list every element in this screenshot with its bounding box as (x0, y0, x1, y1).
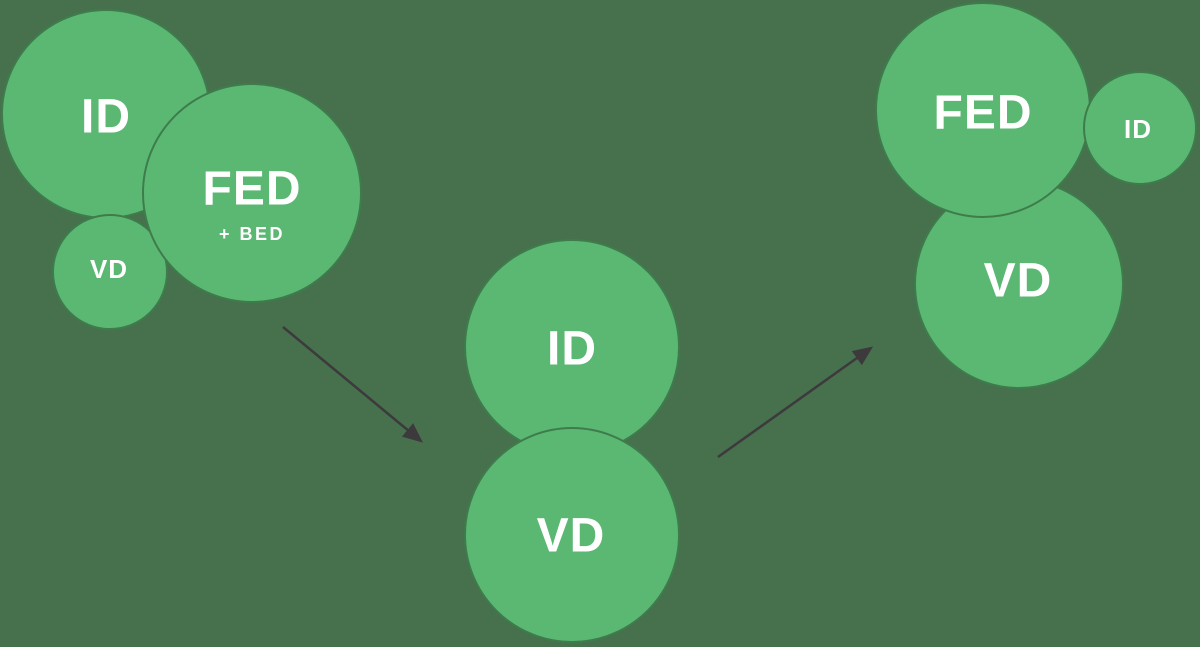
bubble-sublabel-left-fed-bed: + BED (219, 224, 285, 244)
bubble-label-center-id: ID (547, 323, 597, 376)
center-group: ID VD (464, 239, 680, 643)
bubble-label-right-vd: VD (984, 255, 1053, 308)
bubble-label-right-fed: FED (934, 87, 1033, 140)
arrow-center-to-right (717, 346, 874, 459)
right-group: FED ID VD (875, 2, 1197, 389)
bubble-label-left-vd: VD (90, 254, 128, 284)
bubble-label-left-id: ID (81, 91, 131, 144)
bubble-label-left-fed: FED (203, 163, 302, 216)
left-group: ID VD FED + BED (1, 9, 362, 330)
arrow-left-to-center (282, 326, 423, 443)
bubble-left-fed (142, 83, 362, 303)
bubble-left-vd (52, 214, 168, 330)
bubble-center-vd (464, 427, 680, 643)
bubble-right-id (1083, 71, 1197, 185)
bubble-label-center-vd: VD (537, 510, 606, 563)
bubble-label-right-id: ID (1124, 114, 1152, 144)
